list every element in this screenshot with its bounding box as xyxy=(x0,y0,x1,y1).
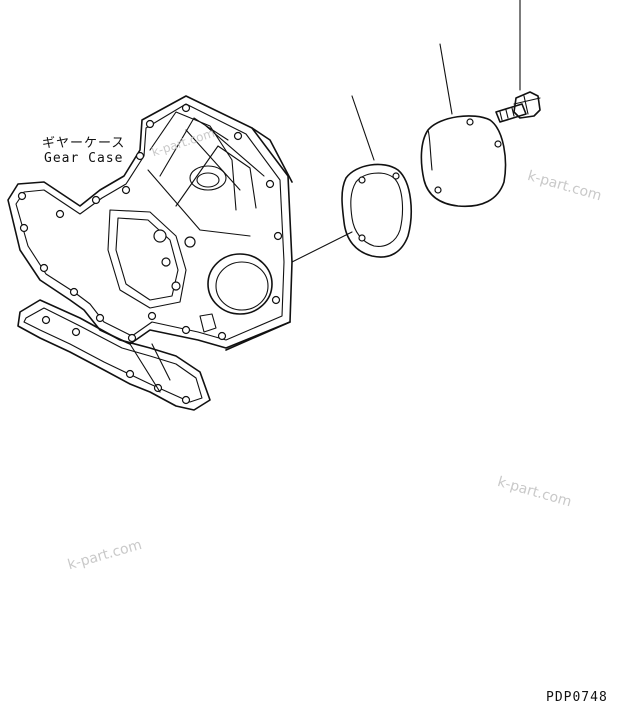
part-label-en: Gear Case xyxy=(44,151,124,166)
bolt-icon xyxy=(495,91,541,123)
leader-line-cover xyxy=(439,43,453,115)
gasket xyxy=(341,163,412,258)
drawing-code: PDP0748 xyxy=(546,690,608,705)
leader-line-case xyxy=(291,231,353,263)
leader-line-gasket xyxy=(351,95,375,161)
part-label-jp: ギヤーケース xyxy=(42,136,126,151)
gear-case xyxy=(7,95,293,411)
cover-plate xyxy=(420,115,507,208)
